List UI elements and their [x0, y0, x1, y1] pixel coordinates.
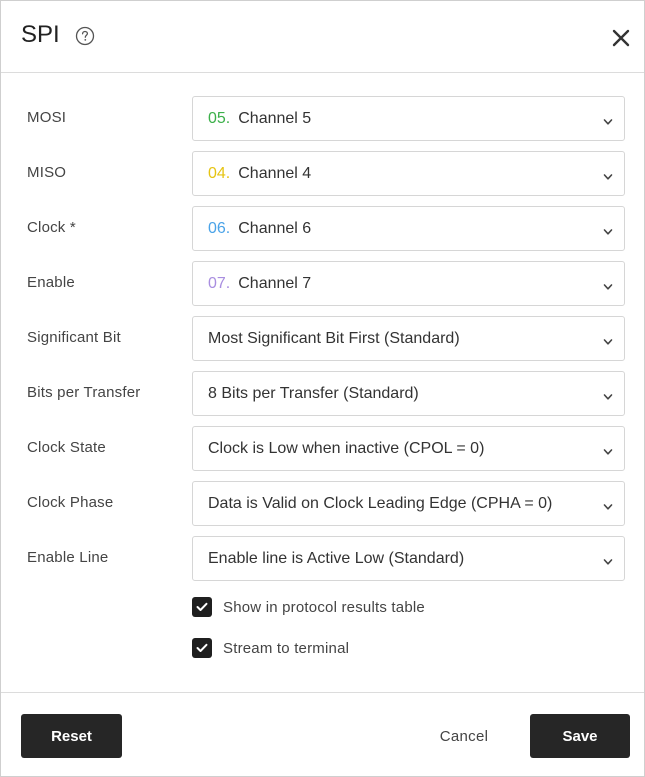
miso-selected-value: 04. Channel 4 [208, 165, 311, 183]
clock-label: Clock * [27, 219, 76, 236]
selected-option-text: Channel 4 [238, 165, 312, 182]
dialog-footer: Reset Cancel Save [1, 692, 644, 776]
clock-state-label: Clock State [27, 439, 106, 456]
enable-line-selected-value: Enable line is Active Low (Standard) [208, 550, 464, 568]
selected-option-text: Clock is Low when inactive (CPOL = 0) [208, 440, 485, 457]
clock-phase-select[interactable]: Data is Valid on Clock Leading Edge (CPH… [192, 481, 625, 526]
dialog-header: SPI [1, 1, 644, 73]
bits-per-transfer-label: Bits per Transfer [27, 384, 141, 401]
show-in-protocol-results-table-option[interactable]: Show in protocol results table [192, 597, 492, 619]
chevron-down-icon [603, 554, 613, 565]
chevron-down-icon [603, 334, 613, 345]
chevron-down-icon [603, 389, 613, 400]
stream-to-terminal-label: Stream to terminal [223, 640, 350, 657]
significant-bit-label: Significant Bit [27, 329, 121, 346]
enable-select[interactable]: 07. Channel 7 [192, 261, 625, 306]
enable-line-label: Enable Line [27, 549, 109, 566]
enable-label: Enable [27, 274, 75, 291]
chevron-down-icon [603, 224, 613, 235]
save-button[interactable]: Save [530, 714, 630, 758]
dialog-title: SPI [21, 21, 60, 48]
miso-select[interactable]: 04. Channel 4 [192, 151, 625, 196]
chevron-down-icon [603, 279, 613, 290]
bits-per-transfer-select[interactable]: 8 Bits per Transfer (Standard) [192, 371, 625, 416]
enable-selected-value: 07. Channel 7 [208, 275, 311, 293]
miso-label: MISO [27, 164, 67, 181]
chevron-down-icon [603, 114, 613, 125]
clock-state-selected-value: Clock is Low when inactive (CPOL = 0) [208, 440, 484, 458]
clock-phase-label: Clock Phase [27, 494, 114, 511]
stream-to-terminal-checkbox[interactable] [192, 638, 212, 658]
significant-bit-selected-value: Most Significant Bit First (Standard) [208, 330, 460, 348]
show-in-protocol-results-table-label: Show in protocol results table [223, 599, 425, 616]
chevron-down-icon [603, 169, 613, 180]
selected-option-text: Enable line is Active Low (Standard) [208, 550, 465, 567]
significant-bit-select[interactable]: Most Significant Bit First (Standard) [192, 316, 625, 361]
channel-number: 06. [208, 220, 231, 237]
clock-phase-selected-value: Data is Valid on Clock Leading Edge (CPH… [208, 495, 552, 513]
clock-select[interactable]: 06. Channel 6 [192, 206, 625, 251]
reset-button[interactable]: Reset [21, 714, 122, 758]
clock-selected-value: 06. Channel 6 [208, 220, 311, 238]
stream-to-terminal-option[interactable]: Stream to terminal [192, 638, 492, 660]
bits-per-transfer-selected-value: 8 Bits per Transfer (Standard) [208, 385, 419, 403]
selected-option-text: Channel 7 [238, 275, 312, 292]
mosi-select[interactable]: 05. Channel 5 [192, 96, 625, 141]
enable-line-select[interactable]: Enable line is Active Low (Standard) [192, 536, 625, 581]
mosi-selected-value: 05. Channel 5 [208, 110, 311, 128]
selected-option-text: Channel 5 [238, 110, 312, 127]
chevron-down-icon [603, 444, 613, 455]
selected-option-text: Data is Valid on Clock Leading Edge (CPH… [208, 495, 553, 512]
chevron-down-icon [603, 499, 613, 510]
selected-option-text: Channel 6 [238, 220, 312, 237]
channel-number: 07. [208, 275, 231, 292]
mosi-label: MOSI [27, 109, 67, 126]
clock-state-select[interactable]: Clock is Low when inactive (CPOL = 0) [192, 426, 625, 471]
close-icon[interactable] [612, 29, 630, 47]
cancel-button[interactable]: Cancel [419, 714, 509, 758]
selected-option-text: Most Significant Bit First (Standard) [208, 330, 460, 347]
show-in-protocol-results-table-checkbox[interactable] [192, 597, 212, 617]
channel-number: 05. [208, 110, 231, 127]
selected-option-text: 8 Bits per Transfer (Standard) [208, 385, 419, 402]
channel-number: 04. [208, 165, 231, 182]
question-circle-icon[interactable] [75, 26, 95, 46]
